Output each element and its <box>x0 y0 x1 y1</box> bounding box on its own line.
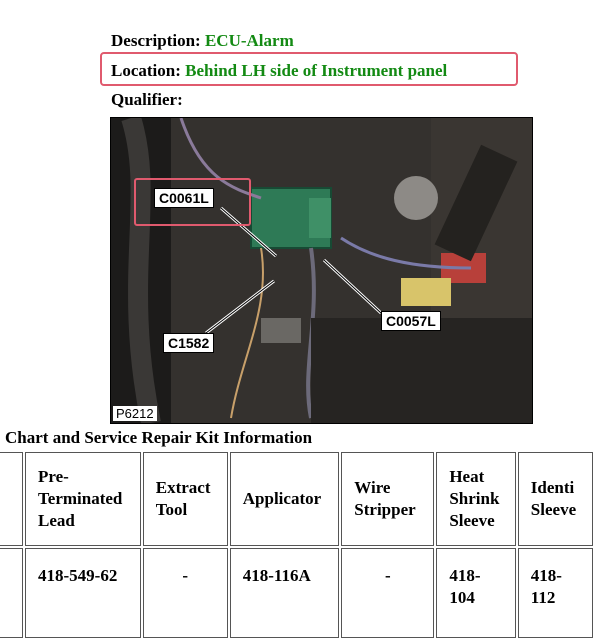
description-value: ECU-Alarm <box>204 31 294 50</box>
location-line: Location: Behind LH side of Instrument p… <box>111 61 447 81</box>
table-cell-spacer <box>0 548 23 638</box>
section-title: Chart and Service Repair Kit Information <box>5 428 313 447</box>
component-location-photo: C0061L C1582 C0057L P6212 <box>110 117 533 424</box>
table-cell: 418-549-62 <box>25 548 141 638</box>
table-cell: 418-104 <box>436 548 516 638</box>
description-label: Description: <box>111 31 201 50</box>
photo-illustration <box>111 118 532 423</box>
table-cell: 418-116A <box>229 548 340 638</box>
qualifier-line: Qualifier: <box>111 90 183 110</box>
table-cell: - <box>142 548 228 638</box>
location-label: Location: <box>111 61 181 80</box>
location-value: Behind LH side of Instrument panel <box>185 61 448 80</box>
location-highlight-box <box>100 52 518 86</box>
table-header-cell-spacer <box>0 452 23 546</box>
table-row: 418-549-62 - 418-116A - 418-104 418-112 <box>0 548 593 638</box>
callout-c1582: C1582 <box>163 333 215 353</box>
photo-id-label: P6212 <box>113 406 157 421</box>
description-line: Description: ECU-Alarm <box>111 31 294 51</box>
qualifier-label: Qualifier: <box>111 90 183 109</box>
table-cell: - <box>341 548 435 638</box>
table-cell: 418-112 <box>517 548 593 638</box>
callout-c0061l: C0061L <box>154 188 214 208</box>
callout-c0057l: C0057L <box>381 311 441 331</box>
table-header-cell: Applicator <box>229 452 340 546</box>
callout-highlight-box <box>134 178 251 226</box>
